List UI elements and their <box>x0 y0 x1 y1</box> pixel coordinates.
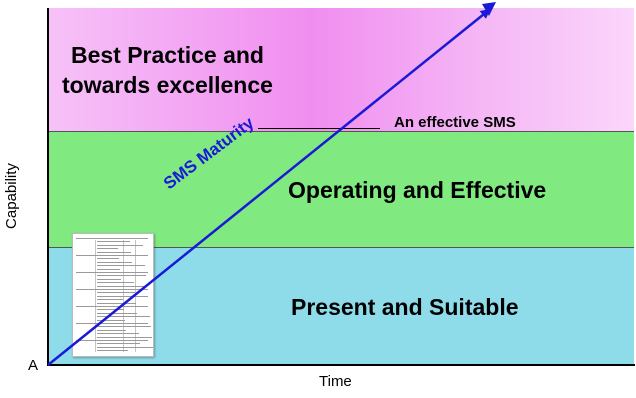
best-practice-label: Best Practice and towards excellence <box>62 40 273 100</box>
checklist-document-icon <box>72 233 154 357</box>
document-text-line <box>97 295 148 297</box>
document-text-line <box>76 323 148 324</box>
y-axis-label: Capability <box>3 163 20 229</box>
document-text-line <box>76 272 148 273</box>
document-text-line <box>97 275 146 277</box>
x-axis-label: Time <box>319 373 352 390</box>
document-text-line <box>97 282 134 284</box>
present-suitable-label: Present and Suitable <box>291 294 519 320</box>
best-practice-label-line1: Best Practice and <box>70 42 264 68</box>
document-text-line <box>97 258 119 260</box>
document-column-rule <box>95 240 96 352</box>
document-text-line <box>76 255 148 256</box>
document-text-line <box>97 268 120 270</box>
document-text-line <box>97 329 126 331</box>
document-text-line <box>97 248 118 250</box>
document-text-line <box>97 350 128 352</box>
document-text-line <box>97 251 131 253</box>
best-practice-label-line2: towards excellence <box>62 72 273 98</box>
document-text-line <box>97 278 121 280</box>
document-text-line <box>97 265 145 267</box>
document-text-line <box>97 336 152 338</box>
operating-effective-label: Operating and Effective <box>288 177 547 203</box>
document-text-line <box>97 309 124 311</box>
document-text-line <box>97 343 140 345</box>
origin-label: A <box>28 357 39 374</box>
document-text-line <box>97 316 150 318</box>
document-text-line <box>76 340 148 341</box>
document-text-line <box>76 238 148 239</box>
effective-sms-label: An effective SMS <box>394 114 516 131</box>
document-text-line <box>97 333 139 335</box>
document-text-line <box>76 289 148 290</box>
document-text-line <box>97 241 130 243</box>
document-text-line <box>97 302 136 304</box>
document-text-line <box>97 326 151 328</box>
document-text-line <box>97 312 137 314</box>
document-text-line <box>97 261 132 263</box>
document-text-line <box>97 346 153 348</box>
x-axis <box>47 364 635 366</box>
document-text-line <box>97 299 123 301</box>
document-text-line <box>97 244 143 246</box>
document-text-line <box>97 285 147 287</box>
document-text-line <box>76 306 148 307</box>
y-axis <box>47 8 49 365</box>
document-text-line <box>97 292 135 294</box>
document-text-line <box>97 319 125 321</box>
band-divider-upper <box>48 131 634 132</box>
effective-sms-threshold-line <box>258 128 380 129</box>
